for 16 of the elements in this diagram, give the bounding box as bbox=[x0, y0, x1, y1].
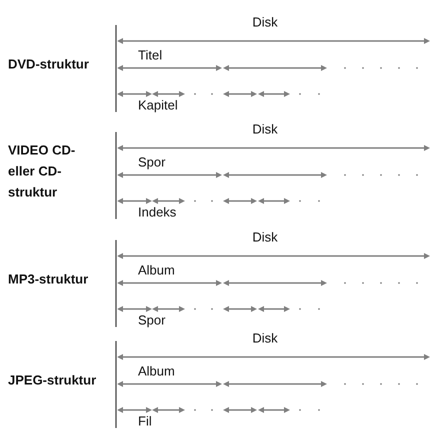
structure-heading: MP3-struktur bbox=[8, 270, 90, 288]
level-label: Spor bbox=[138, 154, 166, 170]
structure-heading: JPEG-struktur bbox=[8, 372, 98, 390]
structure-heading: DVD-struktur bbox=[8, 56, 90, 74]
structure-heading: VIDEO CD- eller CD-struktur bbox=[8, 142, 76, 202]
level-label: Disk bbox=[252, 230, 278, 244]
level-label: Album bbox=[138, 364, 175, 378]
level-label: Kapitel bbox=[138, 98, 178, 112]
level-label: Indeks bbox=[138, 204, 176, 220]
level-label: Spor bbox=[138, 312, 166, 328]
level-label: Disk bbox=[252, 122, 278, 136]
level-label: Disk bbox=[252, 14, 278, 30]
level-label: Fil bbox=[138, 414, 152, 428]
level-label: Titel bbox=[138, 48, 162, 62]
level-label: Disk bbox=[252, 330, 278, 346]
level-label: Album bbox=[138, 262, 175, 278]
